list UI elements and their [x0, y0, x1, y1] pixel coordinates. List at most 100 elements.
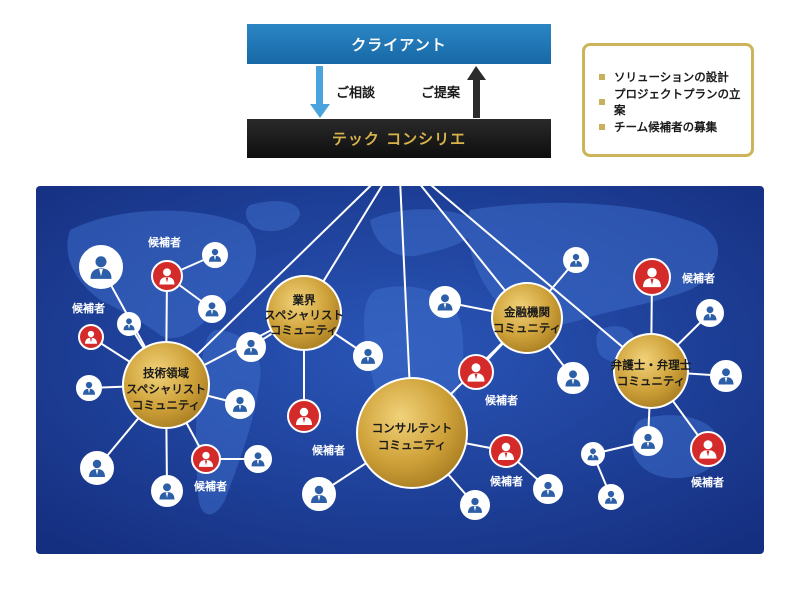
member-node [151, 475, 183, 507]
member-node [533, 474, 563, 504]
candidate-node [151, 260, 183, 292]
person-icon [159, 268, 175, 285]
member-node [117, 312, 141, 336]
member-node [557, 362, 589, 394]
person-icon [205, 302, 219, 317]
member-node [76, 375, 102, 401]
person-icon [85, 330, 97, 344]
member-node [460, 490, 490, 520]
member-node [581, 442, 605, 466]
service-text: チーム候補者の募集 [614, 119, 718, 134]
person-icon [565, 370, 581, 387]
person-icon [311, 485, 327, 503]
person-icon [437, 294, 453, 311]
candidate-label: 候補者 [485, 393, 518, 407]
community-label: コミュニティ [493, 321, 561, 335]
person-icon [699, 440, 717, 459]
member-node [236, 332, 266, 362]
candidate-node [78, 324, 104, 350]
bullet-icon [599, 123, 605, 130]
bullet-icon [599, 73, 605, 80]
community-label: 業界 [292, 293, 316, 307]
person-icon [123, 318, 135, 331]
member-node [598, 484, 624, 510]
services-box: ソリューションの設計 プロジェクトプランの立案 チーム候補者の募集 [582, 43, 754, 157]
person-icon [209, 248, 221, 262]
member-node [710, 360, 742, 392]
consult-label: ご相談 [336, 86, 376, 101]
service-text: プロジェクトプランの立案 [614, 86, 741, 117]
person-icon [90, 256, 112, 279]
member-node [225, 389, 255, 419]
tech-consilier-label: テック コンシリエ [331, 130, 467, 148]
community-hub-circle [124, 343, 208, 427]
community-hub-circle [615, 335, 687, 407]
person-icon [233, 396, 247, 412]
person-icon [89, 459, 105, 477]
community-hub-circle [358, 379, 466, 487]
member-node [696, 299, 724, 327]
service-item: プロジェクトプランの立案 [599, 87, 751, 117]
connection-line-legal [398, 157, 652, 372]
person-icon [468, 497, 482, 513]
member-node [563, 247, 589, 273]
person-icon [541, 481, 555, 497]
member-node [198, 295, 226, 323]
candidate-label: 候補者 [148, 235, 181, 249]
candidate-label: 候補者 [194, 479, 227, 493]
community-label: 弁護士・弁理士 [611, 358, 692, 372]
community-label: コミュニティ [132, 398, 200, 412]
candidate-node [287, 399, 321, 433]
candidate-label: 候補者 [72, 301, 105, 315]
proposal-label: ご提案 [421, 86, 461, 101]
candidate-label: 候補者 [682, 271, 715, 285]
member-node [244, 445, 272, 473]
client-box: クライアント [247, 24, 551, 64]
person-icon [467, 363, 485, 382]
connection-line-technical [165, 157, 400, 386]
candidate-label: 候補者 [691, 475, 724, 489]
community-hub-circle [268, 277, 340, 349]
person-icon [498, 442, 514, 460]
service-item: ソリューションの設計 [599, 64, 751, 89]
person-icon [570, 253, 582, 267]
person-icon [83, 381, 95, 395]
community-label: スペシャリスト [126, 382, 206, 396]
candidate-node [690, 431, 726, 467]
consult-arrow [310, 66, 330, 118]
member-node [353, 341, 383, 371]
person-icon [361, 348, 375, 364]
service-text: ソリューションの設計 [614, 69, 729, 84]
candidate-node [633, 258, 671, 296]
person-icon [296, 407, 312, 425]
person-icon [159, 483, 175, 500]
community-label: コミュニティ [617, 374, 685, 388]
candidate-label: 候補者 [490, 474, 523, 488]
community-label: 技術領域 [143, 366, 189, 380]
member-node [302, 477, 336, 511]
person-icon [605, 490, 617, 504]
person-icon [718, 368, 734, 385]
person-icon [587, 448, 599, 461]
community-label: コミュニティ [270, 323, 338, 337]
candidate-node [191, 444, 221, 474]
member-node [80, 451, 114, 485]
person-icon [244, 339, 258, 355]
proposal-arrow [467, 66, 486, 118]
community-hub-circle [493, 284, 561, 352]
service-item: チーム候補者の募集 [599, 114, 751, 139]
network-nodes: 技術領域スペシャリストコミュニティ業界スペシャリストコミュニティコンサルテントコ… [76, 242, 742, 520]
bullet-icon [599, 98, 605, 105]
person-icon [641, 433, 655, 449]
member-node [429, 286, 461, 318]
person-icon [703, 306, 717, 321]
member-node [633, 426, 663, 456]
candidate-label: 候補者 [312, 443, 345, 457]
